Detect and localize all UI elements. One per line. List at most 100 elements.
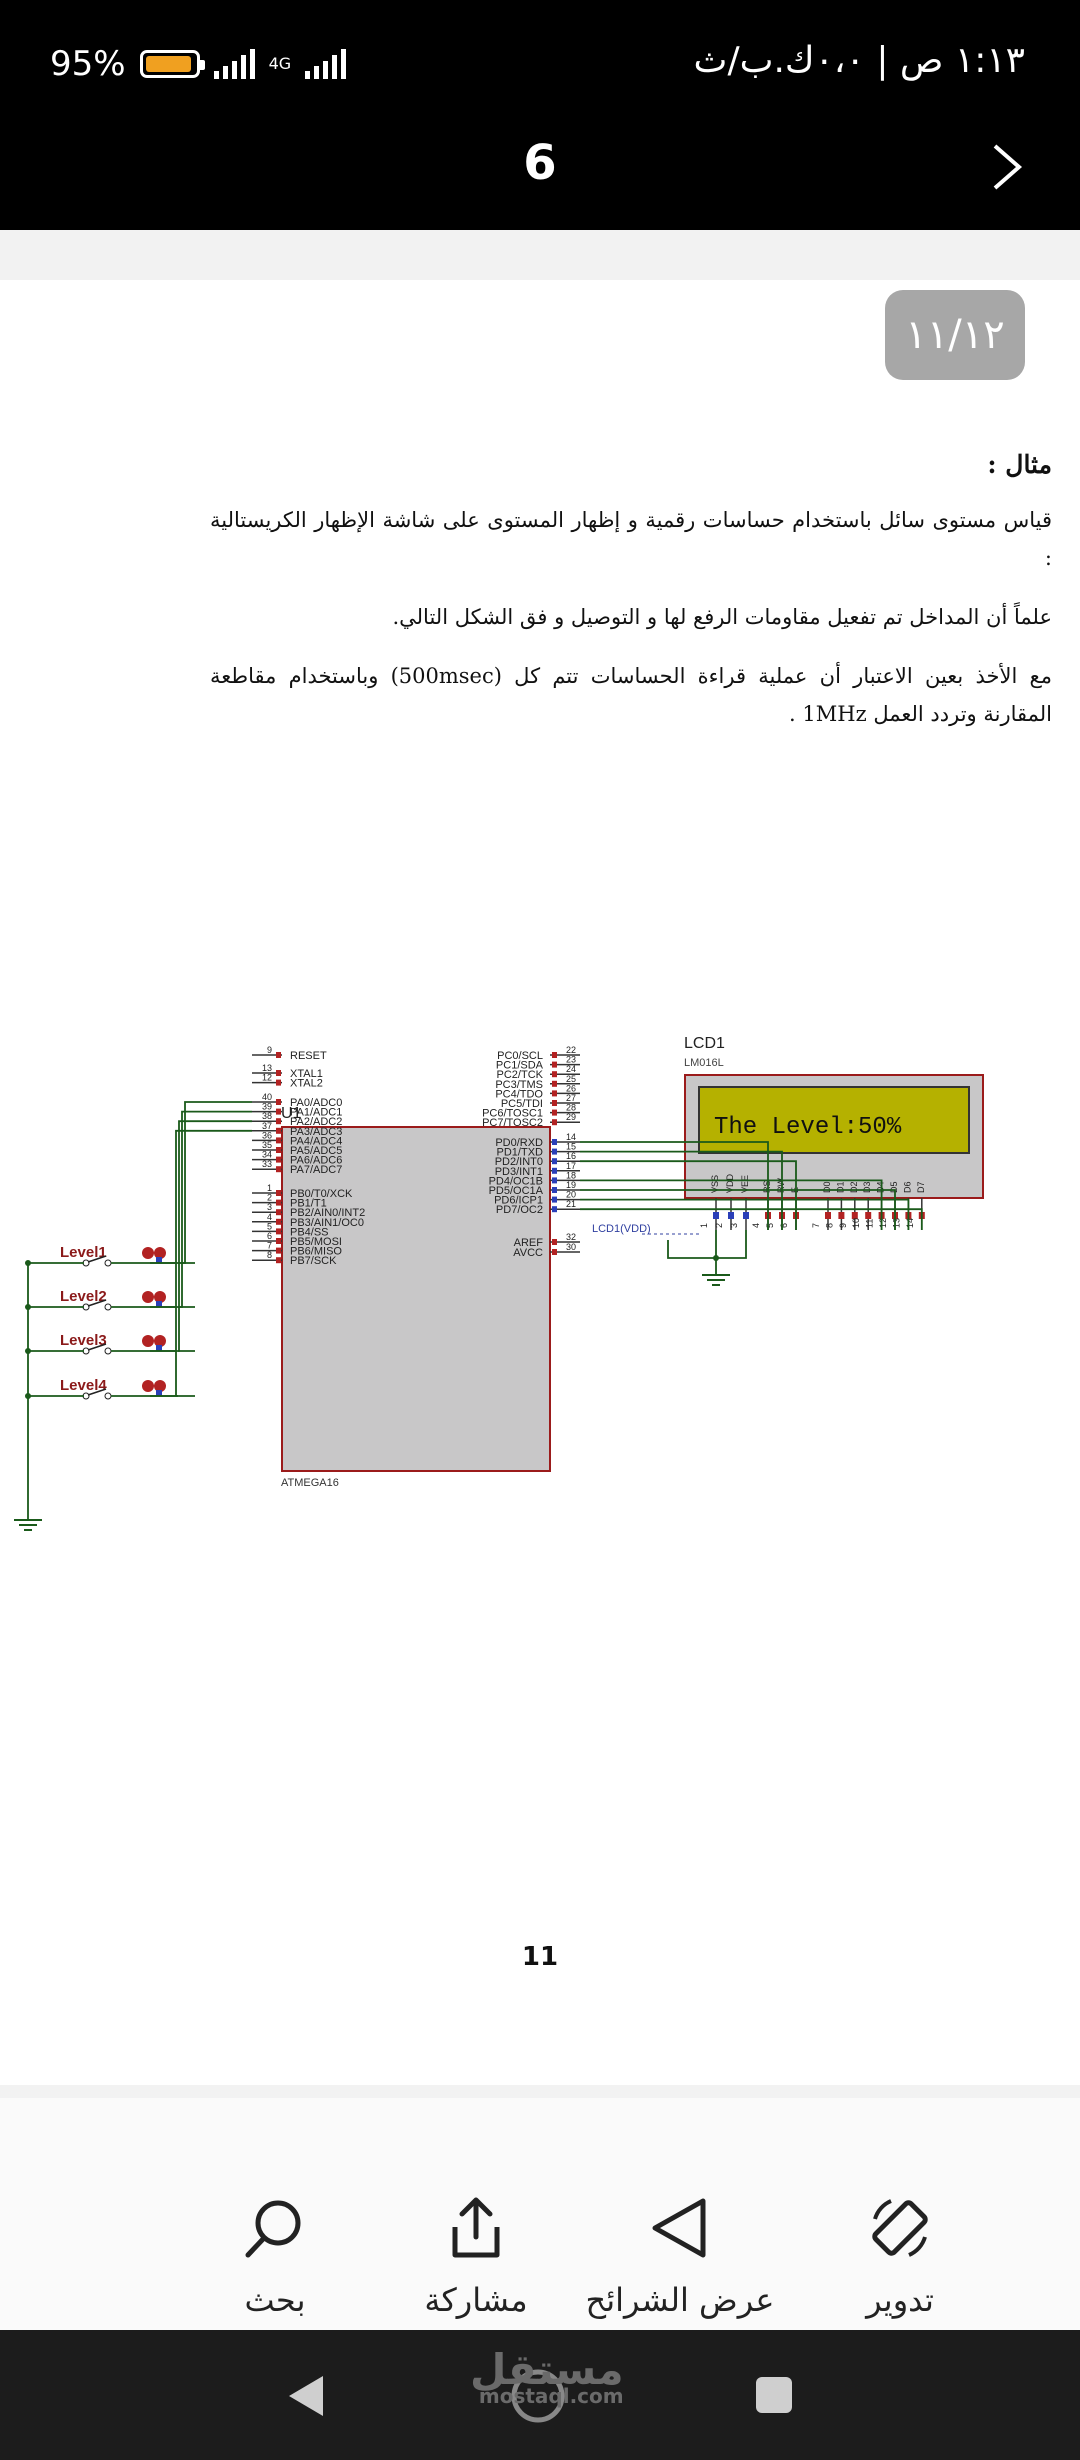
rotate-icon (872, 2199, 928, 2257)
chevron-right-icon[interactable] (989, 142, 1025, 192)
wire-junction (25, 1304, 31, 1310)
mcu-pin-label: PB2/AIN0/INT2 (290, 1207, 365, 1219)
lcd-pin-number: 2 (714, 1223, 724, 1228)
mcu-pin-label: PB3/AIN1/OC0 (290, 1217, 364, 1229)
mcu-pin-marker (276, 1108, 281, 1115)
home-icon[interactable] (510, 2368, 566, 2424)
mcu-pin-marker (276, 1127, 281, 1134)
lcd-pin-label: RS (762, 1180, 772, 1193)
mcu-pin-marker (552, 1119, 557, 1126)
lcd-pin-label: VSS (710, 1175, 720, 1193)
back-icon[interactable] (283, 2372, 327, 2420)
search-label: بحث (244, 2281, 306, 2319)
lcd-pin-label: D2 (849, 1181, 859, 1193)
lcd-pin-number: 4 (751, 1223, 761, 1228)
switch-blade (87, 1343, 107, 1351)
mcu-pin-marker (276, 1118, 281, 1125)
mcu-pin-number: 38 (262, 1111, 272, 1121)
rotate-button[interactable]: تدوير (800, 2098, 1000, 2330)
system-nav-bar (0, 2330, 1080, 2460)
mcu-pin-number: 32 (566, 1232, 576, 1242)
mcu-pin-marker (552, 1100, 557, 1106)
wire-lcd-data (580, 1208, 923, 1230)
page-indicator-badge: ١١/١٢ (885, 290, 1025, 380)
mcu-body (281, 1126, 551, 1472)
mcu-pin-marker (552, 1187, 557, 1193)
lcd-pin-marker (713, 1212, 719, 1219)
level-switch-label: Level1 (60, 1244, 107, 1261)
lcd-pin-number: 12 (878, 1218, 888, 1228)
mcu-pin-label: PA7/ADC7 (290, 1164, 342, 1176)
mcu-pin-label: PA1/ADC1 (290, 1107, 342, 1119)
document-text: مثال : قياس مستوى سائل باستخدام حساسات ر… (210, 450, 1052, 754)
mcu-pin-number: 7 (267, 1241, 272, 1251)
mcu-pin-marker (276, 1247, 281, 1254)
mcu-pin-number: 1 (267, 1183, 272, 1193)
mcu-pin-label: PC2/TCK (497, 1069, 544, 1081)
top-bar: ١:١٣ ص | ٠،٠ك.ب/ث 95% 4G 6 (0, 0, 1080, 230)
status-indicators: 95% 4G (50, 44, 347, 84)
mcu-pin-label: PC3/TMS (495, 1079, 543, 1091)
mcu-pin-marker (552, 1109, 557, 1116)
wire-lcd-data (580, 1198, 910, 1230)
lcd-pin-marker (743, 1212, 749, 1219)
lcd-name: LCD1 (684, 1035, 725, 1052)
mcu-pin-label: PD0/RXD (495, 1137, 543, 1149)
switch-indicator (154, 1335, 166, 1347)
mcu-pin-label: PB1/T1 (290, 1198, 327, 1210)
lcd-pin-marker (825, 1212, 831, 1219)
mcu-pin-marker (276, 1209, 281, 1216)
signal-icon (213, 49, 255, 79)
mcu-pin-number: 40 (262, 1092, 272, 1102)
wire-junction (25, 1348, 31, 1354)
header-page-number: 6 (523, 135, 557, 191)
switch-indicator (156, 1345, 162, 1351)
lcd-pin-number: 11 (865, 1219, 875, 1228)
mcu-pin-number: 36 (262, 1130, 272, 1140)
mcu-pin-marker (276, 1099, 281, 1105)
mcu-pin-label: PD4/OC1B (489, 1175, 543, 1187)
recents-icon[interactable] (754, 2375, 794, 2415)
mcu-pin-number: 25 (566, 1074, 576, 1084)
share-icon (452, 2197, 500, 2258)
switch-indicator (142, 1380, 154, 1392)
lcd-pin-number: 5 (765, 1223, 775, 1228)
mcu-pin-marker (276, 1079, 281, 1086)
mcu-pin-label: PB0/T0/XCK (290, 1188, 353, 1200)
bottom-toolbar (0, 2098, 1080, 2330)
mcu-pin-label: PC0/SCL (497, 1050, 543, 1062)
mcu-pin-marker (552, 1158, 557, 1165)
lcd-pin-marker (851, 1212, 858, 1219)
lcd-pin-marker (838, 1212, 845, 1219)
mcu-pin-label: PA5/ADC5 (290, 1145, 342, 1157)
wire-switch-to-mcu (178, 1101, 252, 1264)
mcu-pin-number: 26 (566, 1083, 576, 1093)
mcu-pin-number: 4 (267, 1212, 272, 1222)
battery-icon (139, 50, 205, 78)
paragraph-3: مع الأخذ بعين الاعتبار أن عملية قراءة ال… (210, 664, 1052, 726)
switch-indicator (156, 1390, 162, 1396)
level-switch-label: Level3 (60, 1332, 107, 1349)
example-heading: مثال : (987, 450, 1052, 479)
search-button[interactable]: بحث (175, 2098, 375, 2330)
share-button[interactable]: مشاركة (376, 2098, 576, 2330)
lcd-pin-number: 6 (779, 1223, 789, 1228)
mcu-pin-label: PB5/MOSI (290, 1236, 342, 1248)
switch-indicator (154, 1380, 166, 1392)
mcu-pin-number: 17 (566, 1161, 576, 1171)
switch-contact (104, 1347, 112, 1355)
lcd-pin-number: 10 (851, 1218, 861, 1228)
lcd-pin-marker (728, 1212, 734, 1219)
mcu-pin-number: 3 (267, 1202, 272, 1212)
slideshow-button[interactable]: عرض الشرائح (580, 2098, 780, 2330)
wire-lcd-data (580, 1189, 896, 1230)
mcu-pin-number: 24 (566, 1064, 576, 1074)
mcu-pin-number: 30 (566, 1242, 576, 1252)
mcu-pin-number: 12 (262, 1073, 272, 1083)
mcu-pin-marker (552, 1167, 557, 1174)
level-switch-label: Level2 (60, 1288, 107, 1305)
mcu-pin-label: PC1/SDA (496, 1060, 544, 1072)
switch-blade (87, 1388, 107, 1396)
mcu-pin-label: PB4/SS (290, 1226, 329, 1238)
lcd-display-text: The Level:50% (714, 1114, 902, 1141)
